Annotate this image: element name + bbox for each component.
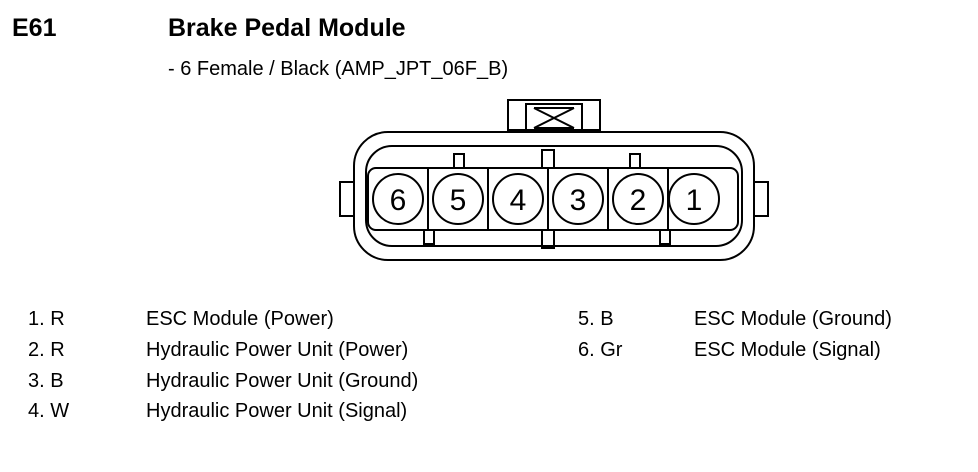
pin-label-1: 1 [686,184,703,217]
key-bottom-1 [423,229,435,245]
latch-inner [525,103,583,131]
key-top-3 [629,153,641,169]
pin-id: 5. B [578,308,614,330]
pin-id: 4. W [28,400,70,422]
pin-cavity-block [367,167,739,231]
pin-circle-5 [432,173,484,225]
pin-label-2: 2 [630,184,647,217]
pin-description: Hydraulic Power Unit (Signal) [146,400,408,422]
pin-circle-1 [668,173,720,225]
pin-description: ESC Module (Signal) [694,339,881,361]
pin-circle-4 [492,173,544,225]
pin-label-5: 5 [450,184,467,217]
connector-subtitle: - 6 Female / Black (AMP_JPT_06F_B) [168,58,509,80]
pin-description: ESC Module (Power) [146,308,334,330]
connector-diagram: 6 5 4 3 2 1 [339,99,769,261]
pin-description: Hydraulic Power Unit (Power) [146,339,409,361]
pin-id: 2. R [28,339,65,361]
right-tab [753,181,769,217]
pin-id: 1. R [28,308,65,330]
pin-circle-2 [612,173,664,225]
pin-id: 6. Gr [578,339,623,361]
pin-circle-3 [552,173,604,225]
pin-label-6: 6 [390,184,407,217]
connector-code: E61 [12,14,57,42]
key-top-2 [541,149,555,169]
pin-label-4: 4 [510,184,527,217]
pin-circle-6 [372,173,424,225]
pin-label-3: 3 [570,184,587,217]
latch-cross [533,107,575,129]
pin-id: 3. B [28,370,64,392]
page-title: Brake Pedal Module [168,14,406,42]
pin-description: ESC Module (Ground) [694,308,892,330]
key-top-1 [453,153,465,169]
key-bottom-3 [659,229,671,245]
left-tab [339,181,355,217]
pin-description: Hydraulic Power Unit (Ground) [146,370,419,392]
